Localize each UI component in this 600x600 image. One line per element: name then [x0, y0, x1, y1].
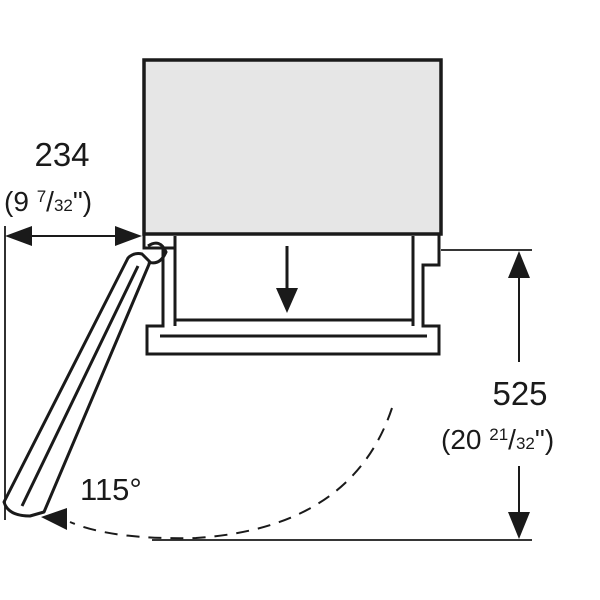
depth-value-label: 525 [492, 375, 547, 412]
width-dimension-line [4, 226, 142, 520]
width-value-label: 234 [34, 136, 89, 173]
door-angle-label: 115° [80, 472, 142, 507]
open-door-panel [2, 252, 152, 518]
pull-out-arrow [276, 246, 298, 313]
cabinet-body [142, 58, 443, 236]
depth-dimension-line [152, 249, 532, 541]
door-swing-arc [41, 407, 393, 540]
width-imperial-label: (9 7/32") [4, 186, 92, 217]
depth-imperial-label: (20 21/32") [441, 424, 554, 455]
door-hinge [147, 241, 168, 265]
drawer-assembly [142, 234, 441, 356]
